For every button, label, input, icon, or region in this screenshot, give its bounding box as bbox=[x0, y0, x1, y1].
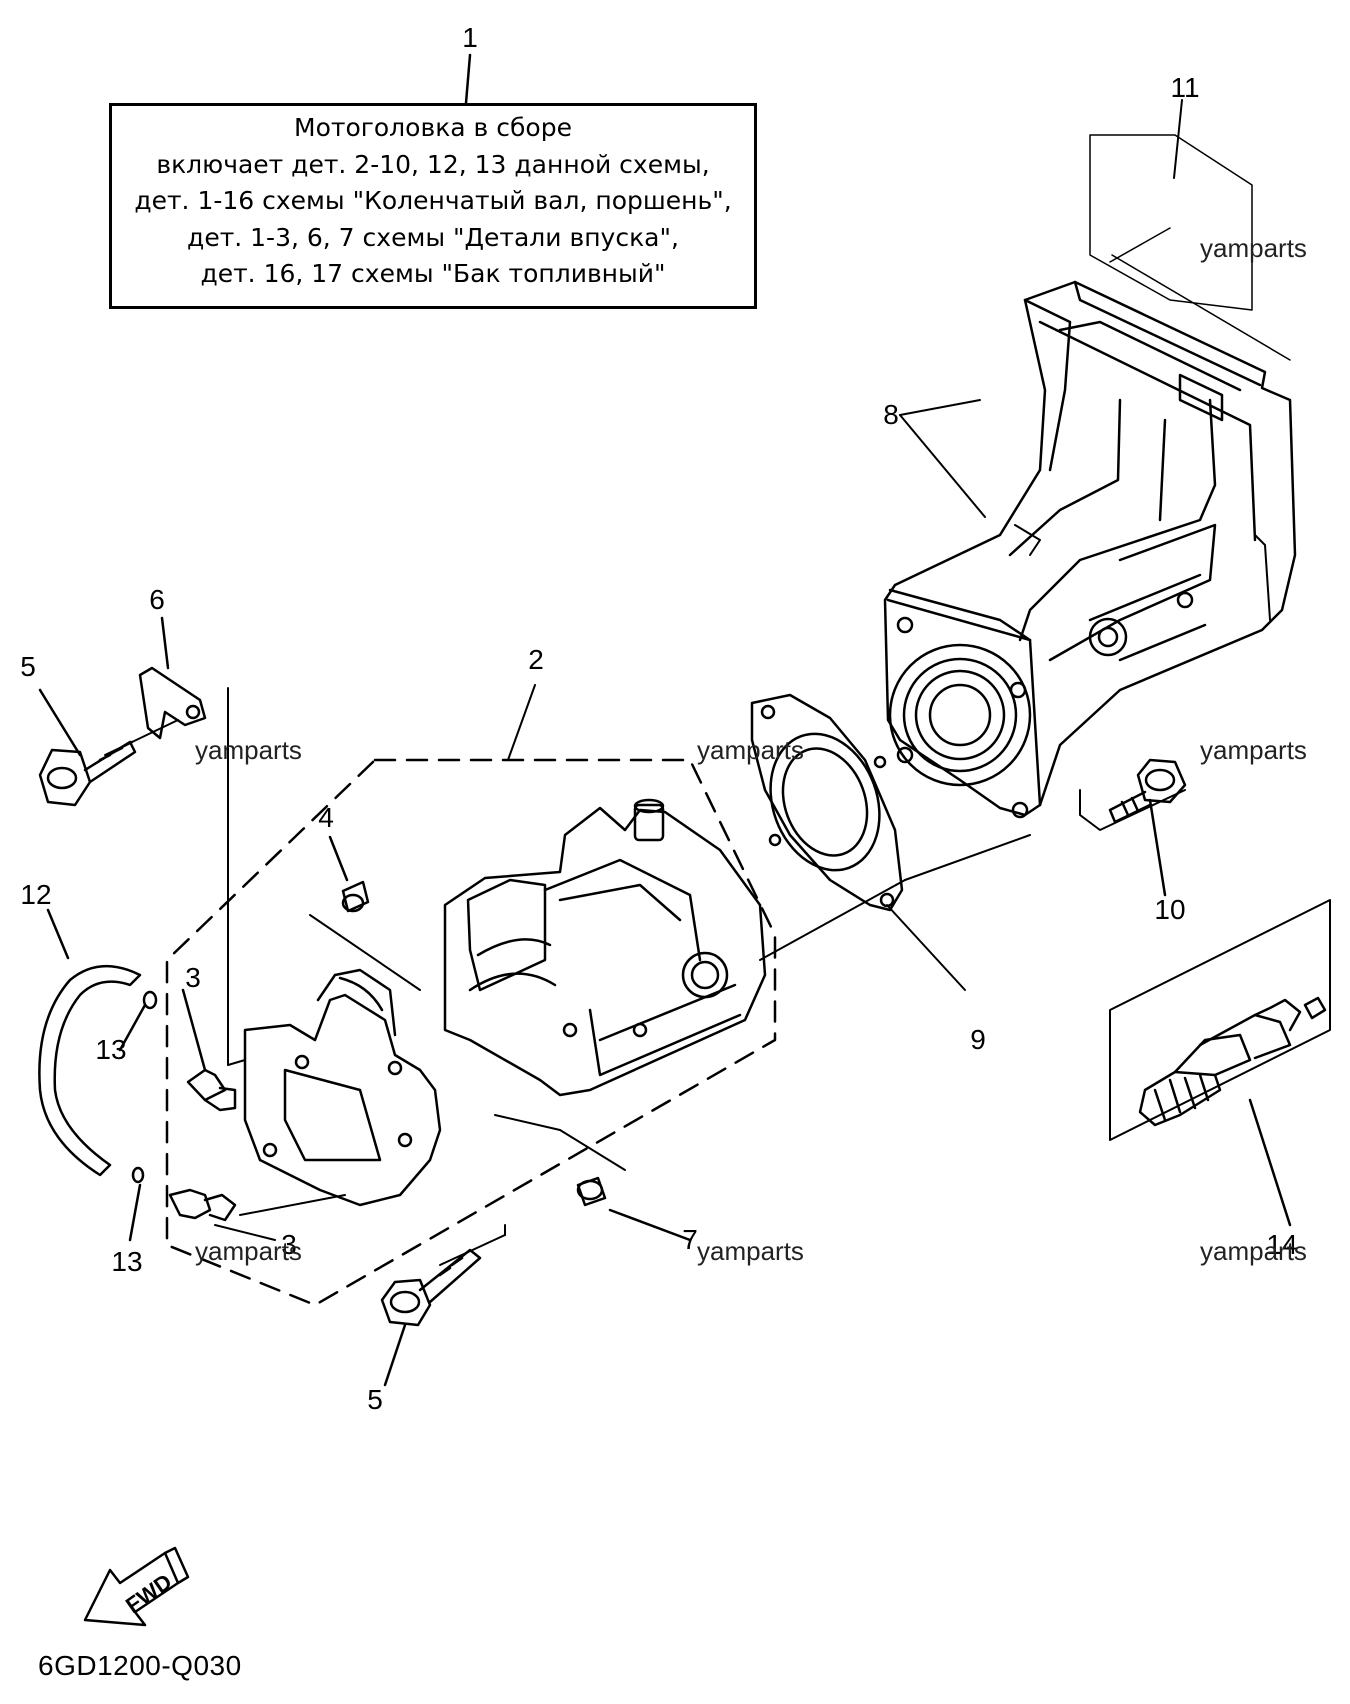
watermark: yamparts bbox=[1200, 735, 1307, 765]
part-2-cylinder-block bbox=[443, 798, 767, 1097]
callout-3-upper: 3 bbox=[185, 962, 201, 993]
part-11-decal bbox=[1089, 99, 1291, 361]
callout-12: 12 bbox=[20, 879, 52, 910]
watermark: yamparts bbox=[1200, 1236, 1307, 1266]
part-13-clip-upper bbox=[118, 990, 158, 1052]
note-line-1: Мотоголовка в сборе bbox=[294, 113, 572, 142]
fwd-arrow bbox=[83, 1546, 190, 1627]
part-6-clamp bbox=[104, 616, 246, 1066]
part-5-bolt-lower bbox=[380, 1224, 506, 1387]
part-4-dowel bbox=[309, 835, 421, 991]
watermark: yamparts bbox=[1200, 233, 1307, 263]
assembly-note-box: Мотоголовка в сборе включает дет. 2-10, … bbox=[109, 103, 757, 309]
callout-3-lower: 3 bbox=[281, 1229, 297, 1260]
callout-1: 1 bbox=[462, 22, 478, 53]
callout-7: 7 bbox=[682, 1224, 698, 1255]
callout-14: 14 bbox=[1266, 1229, 1298, 1260]
part-3-head-cover bbox=[239, 968, 442, 1216]
callout-8: 8 bbox=[883, 399, 899, 430]
callout-2: 2 bbox=[528, 644, 544, 675]
part-12-hose bbox=[38, 908, 142, 1177]
watermark: yamparts bbox=[195, 735, 302, 765]
callout-4: 4 bbox=[318, 802, 334, 833]
watermark: yamparts bbox=[697, 735, 804, 765]
note-line-5: дет. 16, 17 схемы "Бак топливный" bbox=[200, 259, 666, 288]
callout-6: 6 bbox=[149, 584, 165, 615]
part-14-spark-plug bbox=[1109, 899, 1331, 1227]
callout-5-upper: 5 bbox=[20, 651, 36, 682]
part-7-dowel bbox=[494, 1114, 692, 1242]
part-3-fitting-lower bbox=[168, 1188, 276, 1241]
part-5-bolt-upper bbox=[38, 688, 137, 807]
watermark: yamparts bbox=[195, 1236, 302, 1266]
part-3-fitting-upper bbox=[181, 988, 237, 1112]
part-13-clip-lower bbox=[128, 1166, 145, 1242]
diagram-code: 6GD1200-Q030 bbox=[38, 1650, 242, 1681]
callout-5-lower: 5 bbox=[367, 1384, 383, 1415]
assembly-2-dashed-boundary bbox=[165, 758, 777, 1307]
part-8-housing bbox=[883, 280, 1297, 819]
part-9-gasket bbox=[750, 693, 1031, 991]
callout-9: 9 bbox=[970, 1024, 986, 1055]
note-line-2: включает дет. 2-10, 12, 13 данной схемы, bbox=[156, 149, 710, 179]
leader-line-1 bbox=[464, 53, 472, 105]
callout-11: 11 bbox=[1170, 72, 1200, 103]
note-line-4: дет. 1-3, 6, 7 схемы "Детали впуска", bbox=[187, 222, 679, 252]
callout-13-lower: 13 bbox=[111, 1246, 143, 1277]
note-line-3: дет. 1-16 схемы "Коленчатый вал, поршень… bbox=[134, 186, 732, 215]
callout-10: 10 bbox=[1154, 894, 1186, 925]
part-10-bolt bbox=[1079, 758, 1187, 897]
leader-line-2 bbox=[507, 684, 536, 761]
watermark: yamparts bbox=[697, 1236, 804, 1266]
callout-13-upper: 13 bbox=[95, 1034, 127, 1065]
